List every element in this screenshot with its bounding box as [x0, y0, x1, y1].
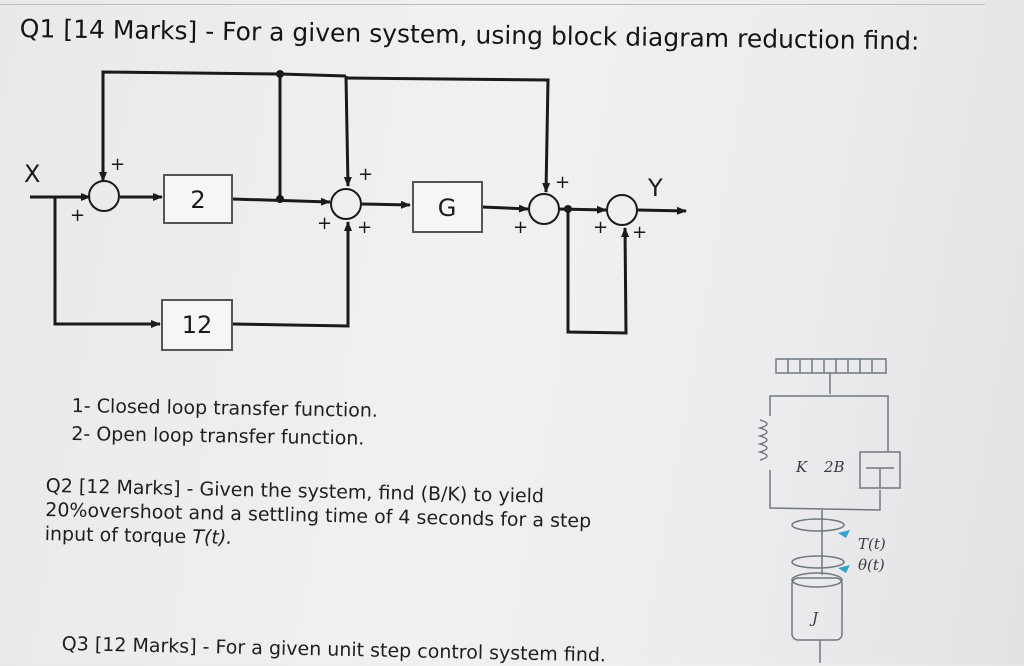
block-12-label: 12 [182, 311, 213, 339]
feedback-loop-1 [99, 70, 282, 199]
sign: + [357, 217, 372, 238]
block-G-label: G [438, 194, 457, 222]
angle-arrow-icon [838, 565, 850, 573]
sign: + [593, 217, 608, 238]
summing-junction-3 [528, 193, 560, 225]
spring-label: K [795, 458, 808, 476]
sign: + [358, 164, 373, 185]
takeoff-point-1 [276, 195, 284, 203]
fixed-wall [775, 358, 887, 374]
torque-arc-icon [791, 518, 845, 532]
summing-junction-4 [606, 194, 638, 226]
branch-to-block12 [53, 197, 161, 328]
list-item: 2- Open loop transfer function. [71, 422, 365, 450]
block-12 [161, 299, 233, 351]
input-label: X [24, 160, 40, 188]
feedforward-to-sum3 [345, 76, 551, 193]
sign: + [110, 154, 125, 175]
block12-to-sum2 [231, 221, 352, 328]
inertia-icon [791, 577, 843, 641]
block-2-label: 2 [190, 186, 205, 214]
inertia-label: J [809, 609, 819, 627]
sum2-to-blockG [361, 200, 411, 209]
spring-icon [757, 419, 768, 461]
sign: + [632, 222, 647, 243]
takeoff-point-2 [276, 70, 284, 78]
page-top-rule [0, 4, 985, 5]
sign: + [513, 217, 528, 238]
takeoff-point-3 [564, 205, 572, 213]
angle-label: θ(t) [858, 556, 885, 574]
q2-torque: T(t). [192, 526, 233, 549]
output-label: Y [647, 174, 663, 202]
output-line [637, 206, 687, 215]
summing-junction-2 [330, 188, 362, 220]
damper-label: 2B [823, 458, 845, 476]
sign: + [317, 213, 332, 234]
q2-line-text: input of torque [44, 522, 193, 549]
blockG-to-sum3 [481, 204, 529, 213]
q2-text: Q2 [12 Marks] - Given the system, find (… [44, 474, 592, 557]
top-connector [279, 72, 347, 78]
block-2 [163, 174, 233, 224]
feedforward-to-sum2 [343, 75, 352, 187]
torque-arrow-icon [838, 530, 850, 538]
summing-junction-1 [88, 180, 120, 212]
q1-items: 1- Closed loop transfer function. 2- Ope… [71, 392, 378, 453]
local-feedback-loop [566, 209, 630, 335]
torque-label: T(t) [858, 535, 886, 553]
mechanical-system: K 2B J T(t) θ(t) [757, 358, 901, 663]
block-G [412, 181, 483, 233]
angle-arc-icon [791, 555, 845, 569]
sign: + [555, 172, 570, 193]
sign: + [70, 205, 85, 226]
